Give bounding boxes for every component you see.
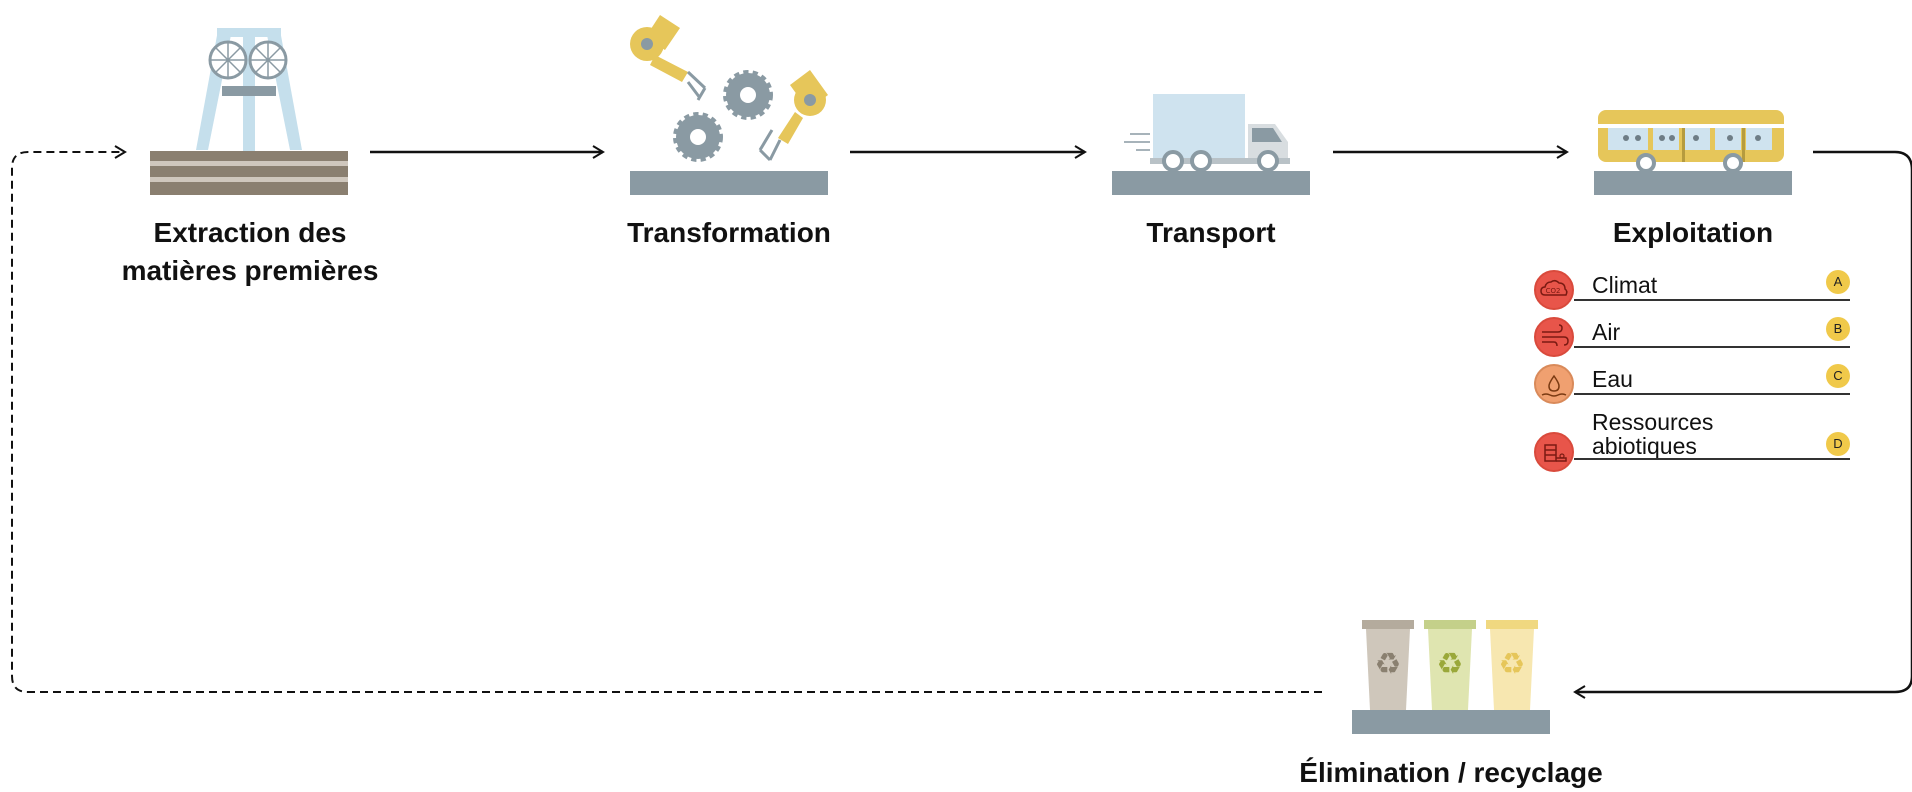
impact-underline — [1574, 458, 1850, 460]
truck-icon — [1112, 94, 1310, 195]
step-label-extraction-line2: matières premières — [121, 255, 379, 286]
impact-underline — [1574, 346, 1850, 348]
impact-label-ressources-line1: Ressources — [1592, 409, 1714, 435]
step-label-exploitation: Exploitation — [1612, 217, 1774, 248]
impact-label-eau: Eau — [1592, 366, 1633, 392]
step-label-elimination: Élimination / recyclage — [1299, 757, 1603, 788]
impact-label-ressources-line2: abiotiques — [1592, 433, 1697, 459]
robot-arms-gears-icon — [630, 15, 828, 195]
wind-icon — [1534, 317, 1574, 357]
impact-underline — [1574, 299, 1850, 301]
impact-underline — [1574, 393, 1850, 395]
impact-item-ressources: Ressources abiotiques D — [1534, 408, 1850, 472]
step-label-transformation: Transformation — [627, 217, 831, 248]
arrow-exploitation-to-elimination — [1573, 150, 1912, 699]
impact-label-air: Air — [1592, 319, 1621, 345]
svg-text:♻: ♻ — [1375, 647, 1402, 682]
impact-item-eau: Eau C — [1534, 362, 1850, 406]
impact-badge-d: D — [1826, 432, 1850, 456]
step-label-extraction-line1: Extraction des — [153, 217, 347, 248]
resources-icon — [1534, 432, 1574, 472]
step-label-extraction: Extraction des matières premières — [80, 214, 420, 290]
arrow-recycling-loop — [11, 145, 1322, 693]
impact-item-climat: CO2 Climat A — [1534, 268, 1850, 312]
impact-item-air: Air B — [1534, 315, 1850, 359]
impact-badge-a: A — [1826, 270, 1850, 294]
tram-icon — [1594, 110, 1792, 195]
impact-badge-b: B — [1826, 317, 1850, 341]
recycling-bins-icon: ♻ ♻ ♻ — [1352, 620, 1550, 734]
impact-label-climat: Climat — [1592, 272, 1658, 298]
co2-cloud-icon: CO2 — [1534, 270, 1574, 310]
water-drop-icon — [1534, 364, 1574, 404]
impact-badge-c: C — [1826, 364, 1850, 388]
mine-headframe-icon — [150, 28, 348, 195]
impact-label-ressources: Ressources abiotiques — [1592, 410, 1713, 458]
svg-text:♻: ♻ — [1499, 647, 1526, 682]
svg-text:♻: ♻ — [1437, 647, 1464, 682]
svg-text:CO2: CO2 — [1546, 287, 1561, 295]
step-label-transport: Transport — [1146, 217, 1276, 248]
